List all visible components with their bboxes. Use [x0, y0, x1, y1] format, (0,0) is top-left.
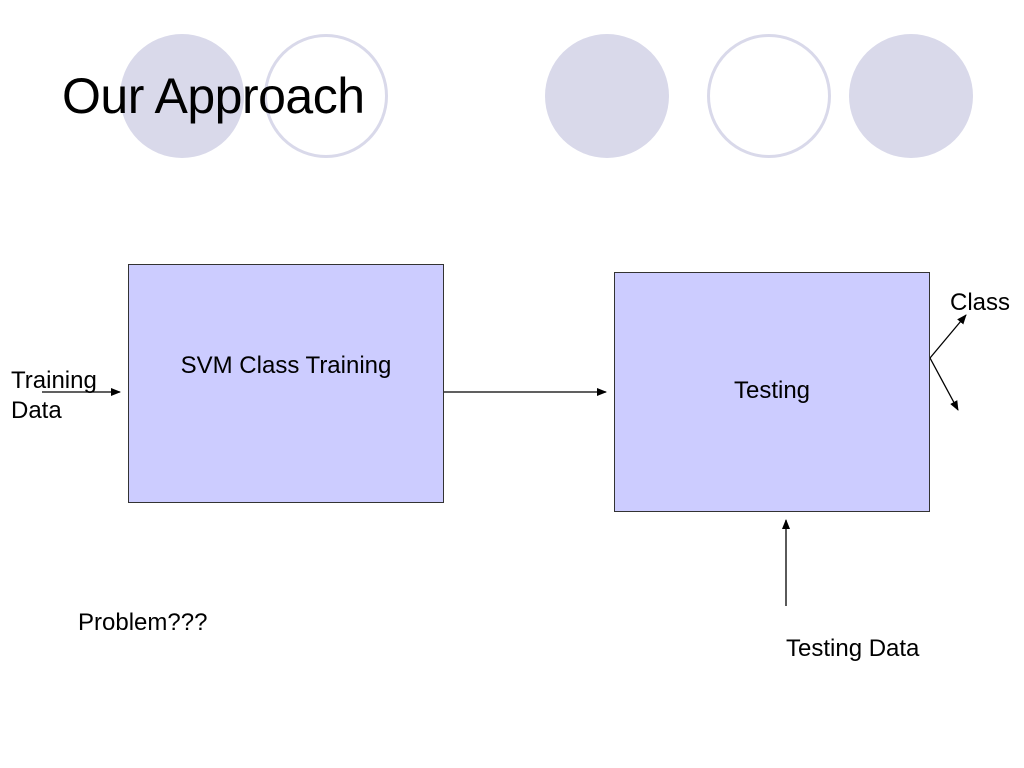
problem-label: Problem??? [78, 609, 208, 636]
decor-circle-ring-2 [707, 34, 831, 158]
testing-box: Testing [614, 272, 930, 512]
svm-class-training-box: SVM Class Training [128, 264, 444, 503]
svm-class-training-label: SVM Class Training [180, 351, 392, 379]
testing-label: Testing [733, 377, 811, 404]
arrow-testing-to-class-upper [929, 314, 967, 359]
class-output-label: Class [950, 289, 1011, 316]
decor-circle-filled-2 [545, 34, 669, 158]
testing-data-label: Testing Data [786, 635, 920, 662]
slide-title: Our Approach [62, 68, 365, 124]
training-data-label: Training Data [11, 366, 97, 426]
decor-circle-ring-1 [264, 34, 388, 158]
arrow-testing-to-class-lower [929, 357, 959, 411]
decor-circle-filled-1 [120, 34, 244, 158]
decor-circle-filled-3 [849, 34, 973, 158]
training-data-line2: Data [11, 397, 62, 424]
training-data-line1: Training [11, 367, 97, 394]
